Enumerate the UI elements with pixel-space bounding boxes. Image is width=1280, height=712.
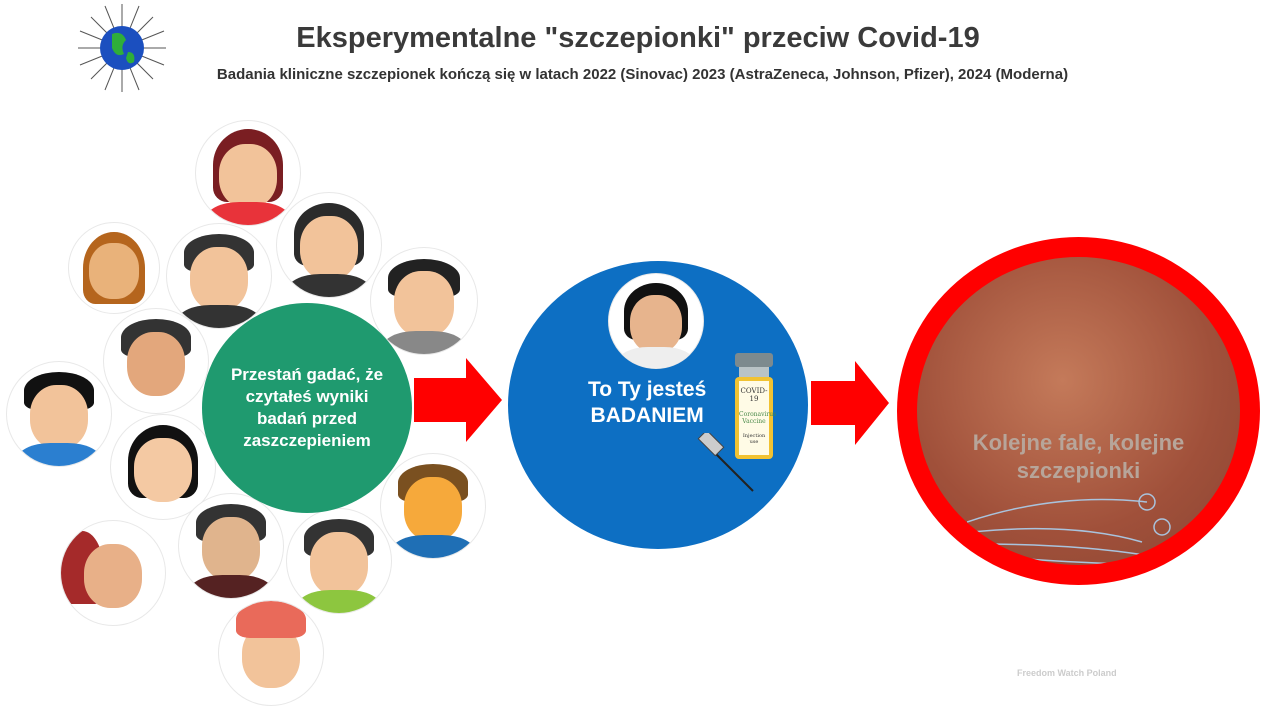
green-circle: Przestań gadać, że czytałeś wyniki badań… (202, 303, 412, 513)
vaccine-vial-icon: COVID-19 Coronavirus Vaccine Injection u… (735, 353, 777, 461)
arrow-right-icon (811, 361, 889, 445)
avatar-winking-woman (110, 414, 216, 520)
avatar-orange-man (380, 453, 486, 559)
blue-circle-line1: To Ty jesteś (588, 378, 707, 401)
avatar-glasses-man (286, 508, 392, 614)
page-subtitle: Badania kliniczne szczepionek kończą się… (216, 66, 1069, 83)
page-title: Eksperymentalne "szczepionki" przeciw Co… (296, 22, 980, 54)
red-circle-text: Kolejne fale, kolejne szczepionki (972, 430, 1185, 483)
avatar-businesswoman (276, 192, 382, 298)
avatar-bald-man (60, 520, 166, 626)
avatar-curly-hair (68, 222, 160, 314)
avatar-green-eyes (178, 493, 284, 599)
vial-note: Injection use (742, 433, 766, 445)
globe-logo (78, 4, 166, 92)
avatar-speaker (370, 247, 478, 355)
avatar-woman-glasses (195, 120, 301, 226)
arrow-right-icon (414, 358, 502, 442)
syringe-icon (697, 433, 754, 492)
avatar-upside-down (218, 600, 324, 706)
blue-circle-line2: BADANIEM (590, 404, 704, 427)
avatar-bearded-man (103, 308, 209, 414)
vial-label: COVID-19 (740, 387, 768, 403)
avatar-businessman (166, 223, 272, 329)
avatar-nurse (608, 273, 704, 369)
wind-waves-icon (967, 493, 1188, 565)
footer-credit: Freedom Watch Poland (1017, 668, 1117, 678)
vial-sub: Coronavirus Vaccine (739, 411, 777, 425)
green-circle-text: Przestań gadać, że czytałeś wyniki badań… (230, 365, 384, 450)
red-circle: Kolejne fale, kolejne szczepionki (897, 237, 1260, 585)
avatar-boy (6, 361, 112, 467)
